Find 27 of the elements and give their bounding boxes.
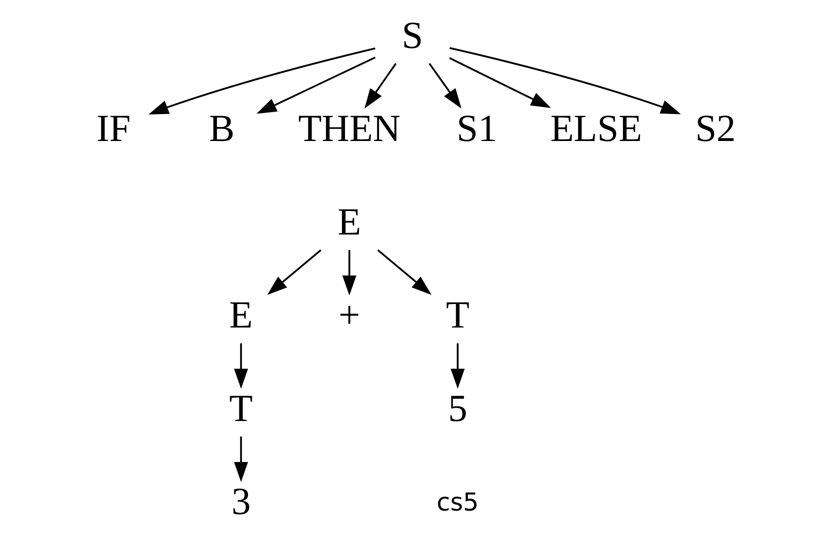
arrow: [364, 63, 397, 109]
arrow: [234, 343, 248, 389]
arrow: [148, 48, 376, 115]
node-text: +: [338, 294, 360, 337]
node-text: 3: [231, 481, 251, 524]
node-text: T: [446, 294, 470, 337]
node-text: S1: [456, 108, 498, 150]
arrow: [449, 57, 551, 108]
node-text: THEN: [298, 108, 401, 150]
arrow: [377, 249, 432, 295]
arrow: [450, 343, 465, 389]
arrow: [342, 250, 356, 296]
arrow: [256, 56, 376, 114]
node-text: E: [229, 294, 253, 337]
node-text: T: [229, 388, 253, 430]
arrow: [428, 63, 462, 109]
arrow: [267, 249, 322, 295]
node-text: ELSE: [550, 108, 642, 150]
node-text: S: [402, 14, 424, 57]
node-text: 5: [448, 388, 468, 430]
arrow: [450, 47, 681, 114]
label: cs5: [436, 488, 479, 517]
node-text: S2: [695, 108, 736, 150]
node-text: B: [209, 108, 235, 150]
arrow: [234, 436, 248, 482]
node-text: E: [338, 201, 362, 244]
node-text: IF: [96, 108, 131, 150]
